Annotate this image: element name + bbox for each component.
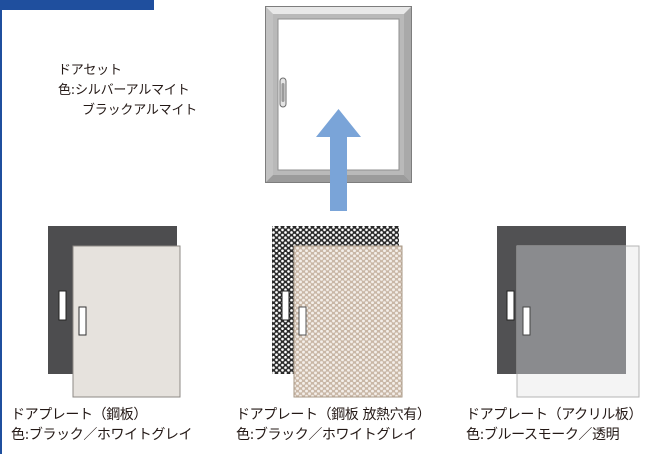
plate-acrylic	[497, 226, 641, 398]
plate-steel-name: ドアプレート（鋼板）	[11, 407, 147, 423]
door-handle-icon	[279, 77, 287, 108]
plate-acrylic-name: ドアプレート（アクリル板）	[466, 407, 643, 423]
plate-perforated-caption: ドアプレート（鋼板 放熱穴有） 色:ブラック／ホワイトグレイ	[236, 405, 431, 445]
door-set-color-1: 色:シルバーアルマイト	[58, 83, 190, 98]
plate-acrylic-caption: ドアプレート（アクリル板） 色:ブルースモーク／透明	[466, 405, 643, 445]
door-set-color-2: ブラックアルマイト	[82, 103, 198, 118]
plate-steel	[48, 226, 181, 398]
accent-bar	[0, 0, 154, 10]
door-set-title: ドアセット	[58, 63, 122, 78]
plate-perforated-colors: 色:ブラック／ホワイトグレイ	[236, 427, 418, 443]
up-arrow-icon	[316, 109, 361, 211]
door-frame-icon	[265, 6, 412, 183]
plate-steel-caption: ドアプレート（鋼板） 色:ブラック／ホワイトグレイ	[11, 405, 193, 445]
door-set-caption: ドアセット 色:シルバーアルマイト ブラックアルマイト	[58, 61, 197, 121]
plate-steel-colors: 色:ブラック／ホワイトグレイ	[11, 427, 193, 443]
plate-perforated-name: ドアプレート（鋼板 放熱穴有）	[236, 407, 431, 423]
plate-steel-perforated	[272, 226, 403, 398]
plate-acrylic-colors: 色:ブルースモーク／透明	[466, 427, 620, 443]
left-rule	[0, 10, 2, 454]
